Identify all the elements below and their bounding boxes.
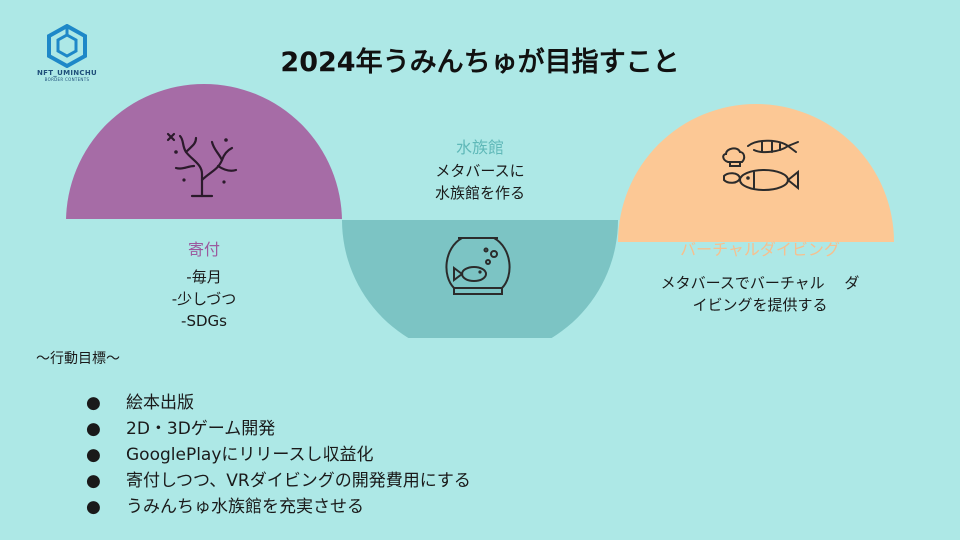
cube-logo-icon	[47, 24, 87, 68]
goals-list: ●絵本出版 ●2D・3Dゲーム開発 ●GooglePlayにリリースし収益化 ●…	[86, 390, 471, 520]
logo-subtitle: BORDER CONTENTS	[44, 77, 90, 82]
right-semicircle	[618, 104, 894, 242]
center-block-text: 水族館 メタバースに 水族館を作る	[380, 134, 580, 204]
center-block-line-1: メタバースに	[435, 162, 525, 180]
left-block-line-1: -毎月	[186, 268, 222, 286]
page-title: 2024年うみんちゅが目指すこと	[280, 47, 680, 78]
center-block-title: 水族館	[455, 138, 504, 157]
fishbowl-icon	[445, 237, 511, 295]
list-item: ●絵本出版	[86, 393, 194, 413]
center-semicircle	[342, 220, 618, 338]
list-item: ●GooglePlayにリリースし収益化	[86, 445, 374, 465]
right-block-text: バーチャルダイビング メタバースでバーチャル ダ イビングを提供する	[620, 236, 900, 316]
left-block-text: 寄付 -毎月 -少しづつ -SDGs	[104, 236, 304, 332]
right-block-title: バーチャルダイビング	[680, 240, 840, 259]
logo: NFT_UMINCHU BORDER CONTENTS	[32, 24, 102, 82]
left-block-line-3: -SDGs	[181, 312, 227, 330]
goals-heading: 〜行動目標〜	[36, 351, 120, 367]
list-item: ●2D・3Dゲーム開発	[86, 419, 276, 439]
coral-icon	[166, 132, 238, 198]
list-item: ●寄付しつつ、VRダイビングの開発費用にする	[86, 471, 471, 491]
list-item: ●うみんちゅ水族館を充実させる	[86, 497, 364, 517]
logo-name: NFT_UMINCHU	[36, 69, 97, 77]
right-block-line-2: イビングを提供する	[692, 296, 828, 314]
right-block-line-1: メタバースでバーチャル ダ	[660, 274, 860, 292]
left-block-title: 寄付	[187, 240, 220, 259]
center-block-line-2: 水族館を作る	[434, 184, 525, 202]
seafood-icon	[722, 139, 799, 191]
left-block-line-2: -少しづつ	[171, 290, 237, 308]
